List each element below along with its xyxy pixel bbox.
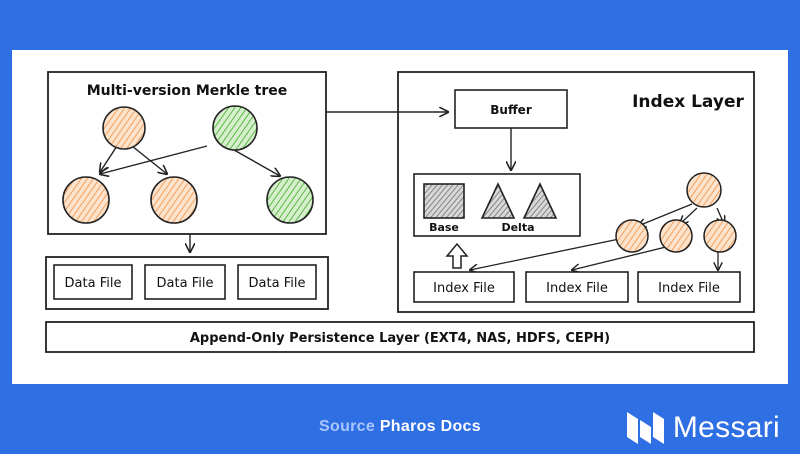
data-file-box xyxy=(237,264,317,300)
index-node-orange xyxy=(659,219,693,253)
data-file-label: Data File xyxy=(157,276,214,291)
data-file-label: Data File xyxy=(65,276,122,291)
data-file-box xyxy=(53,264,133,300)
diagram-canvas: Multi-version Merkle tree Data File Data… xyxy=(12,50,788,384)
delta-label: Delta xyxy=(501,221,534,234)
source-value: Pharos Docs xyxy=(379,418,481,435)
brand-logo: Messari xyxy=(626,408,780,448)
data-file-box xyxy=(144,264,226,300)
merkle-tree-box xyxy=(47,71,327,235)
merkle-node-orange-leaf xyxy=(62,176,110,224)
base-delta-box xyxy=(413,173,581,237)
merkle-node-orange-leaf xyxy=(150,176,198,224)
source-label: Source xyxy=(319,418,376,435)
delta-triangle xyxy=(522,182,558,219)
data-file-label: Data File xyxy=(249,276,306,291)
base-label: Base xyxy=(429,221,459,234)
index-file-label: Index File xyxy=(658,281,720,296)
index-layer-title: Index Layer xyxy=(632,92,744,112)
merkle-node-green-root xyxy=(212,105,258,151)
merkle-node-green-leaf xyxy=(266,176,314,224)
index-file-box xyxy=(637,271,741,303)
data-files-box xyxy=(45,256,329,310)
base-block xyxy=(423,183,465,219)
messari-logo-icon xyxy=(626,412,664,444)
index-layer-box xyxy=(397,71,755,313)
buffer-label: Buffer xyxy=(490,103,532,117)
footer: Source Pharos Docs Messari xyxy=(0,384,800,454)
persistence-layer-label: Append-Only Persistence Layer (EXT4, NAS… xyxy=(190,331,610,346)
index-file-label: Index File xyxy=(546,281,608,296)
architecture-diagram: Multi-version Merkle tree Data File Data… xyxy=(45,71,755,353)
brand-name: Messari xyxy=(672,411,780,444)
merkle-tree-title: Multi-version Merkle tree xyxy=(87,83,288,99)
persistence-layer-box xyxy=(45,321,755,353)
index-node-orange xyxy=(703,219,737,253)
merkle-node-orange-root xyxy=(102,106,146,150)
index-file-box xyxy=(413,271,515,303)
source-credit: Source Pharos Docs xyxy=(0,418,800,436)
index-file-label: Index File xyxy=(433,281,495,296)
index-file-box xyxy=(525,271,629,303)
up-arrow-icon xyxy=(445,242,469,269)
index-node-orange xyxy=(615,219,649,253)
delta-triangle xyxy=(480,182,516,219)
index-node-orange xyxy=(686,172,722,208)
